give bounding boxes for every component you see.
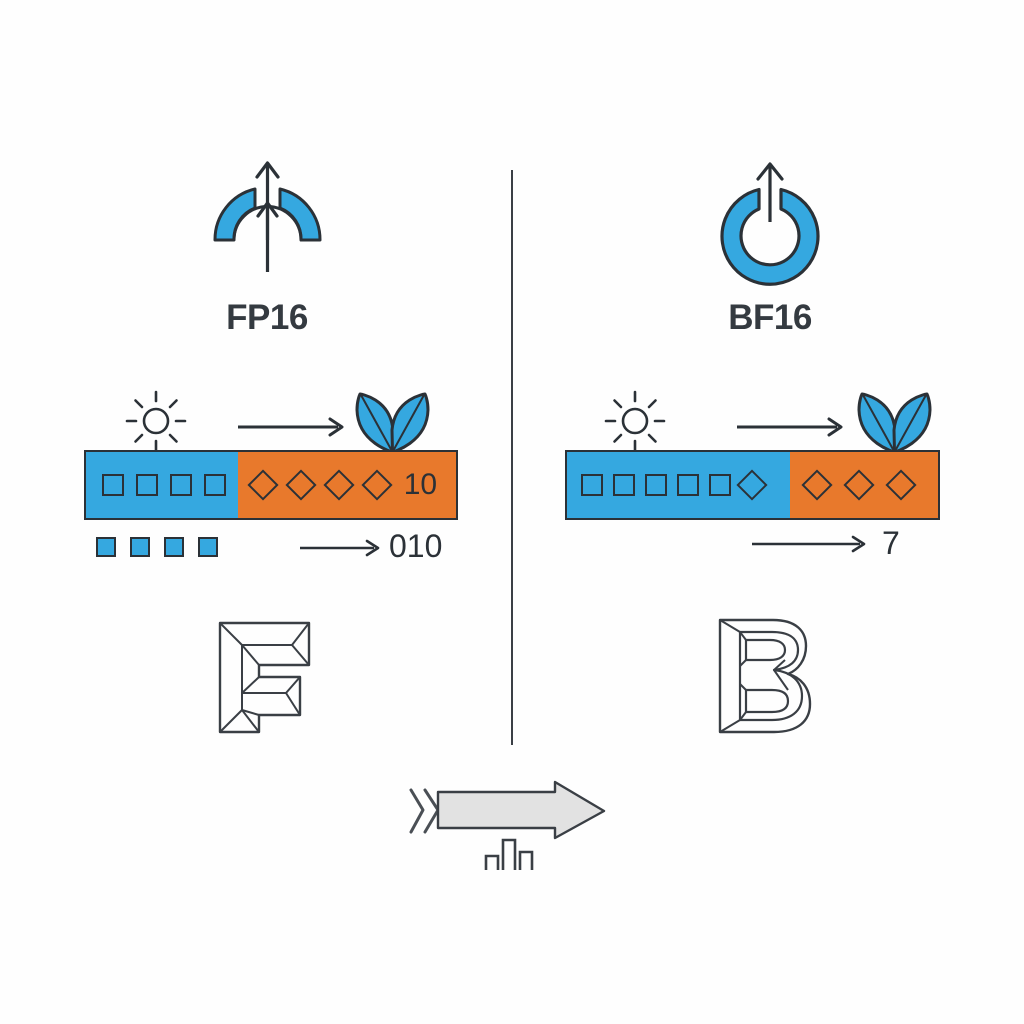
vertical-divider (511, 170, 513, 745)
mini-square-row-fp16 (96, 537, 218, 557)
bitbar-segment-blue-bf16 (567, 452, 790, 518)
donut-ring-up-arrow-icon (710, 160, 830, 286)
bitbar-inline-number-fp16: 10 (403, 468, 438, 501)
bit-bar-bf16 (565, 450, 940, 520)
bit-square (709, 474, 731, 496)
bitbar-segment-blue-fp16 (86, 452, 238, 518)
bitbar-segment-orange-bf16 (789, 452, 938, 518)
bit-square (136, 474, 158, 496)
bit-square (677, 474, 699, 496)
bit-square (102, 474, 124, 496)
sun-icon (125, 390, 187, 452)
big-outline-letter-f (212, 615, 317, 740)
below-number-fp16: 010 (389, 528, 443, 564)
footer-transition-arrow (405, 780, 610, 842)
below-arrow-fp16 (300, 537, 385, 559)
arc-gauge-up-arrow-icon (205, 160, 330, 275)
panel-fp16: FP16 (84, 160, 458, 740)
flow-arrow-fp16 (238, 415, 348, 439)
sun-icon (604, 390, 666, 452)
format-label-fp16: FP16 (226, 298, 308, 337)
mini-bit-square (96, 537, 116, 557)
mini-bit-square (164, 537, 184, 557)
bit-diamond (801, 469, 833, 501)
bit-diamond (885, 469, 917, 501)
bar-chart-glyph-icon (482, 836, 540, 874)
bit-square (645, 474, 667, 496)
bit-square (170, 474, 192, 496)
format-label-bf16: BF16 (728, 298, 812, 337)
bit-square (581, 474, 603, 496)
bit-diamond (323, 469, 355, 501)
flow-arrow-bf16 (737, 415, 847, 439)
bit-diamond (247, 469, 279, 501)
leaf-icon-bf16 (852, 388, 937, 456)
bit-square (204, 474, 226, 496)
bit-bar-fp16: 10 (84, 450, 458, 520)
bit-diamond (361, 469, 393, 501)
bit-square (613, 474, 635, 496)
bit-diamond (285, 469, 317, 501)
panel-bf16: BF16 (512, 0, 1024, 1024)
mini-bit-square (198, 537, 218, 557)
bitbar-segment-orange-fp16: 10 (237, 452, 456, 518)
leaf-icon-fp16 (350, 388, 435, 456)
mini-bit-square (130, 537, 150, 557)
bit-diamond (843, 469, 875, 501)
below-arrow-bf16 (752, 533, 872, 555)
below-number-bf16: 7 (882, 525, 900, 561)
bit-diamond (736, 469, 768, 501)
big-outline-letter-b (710, 612, 820, 740)
